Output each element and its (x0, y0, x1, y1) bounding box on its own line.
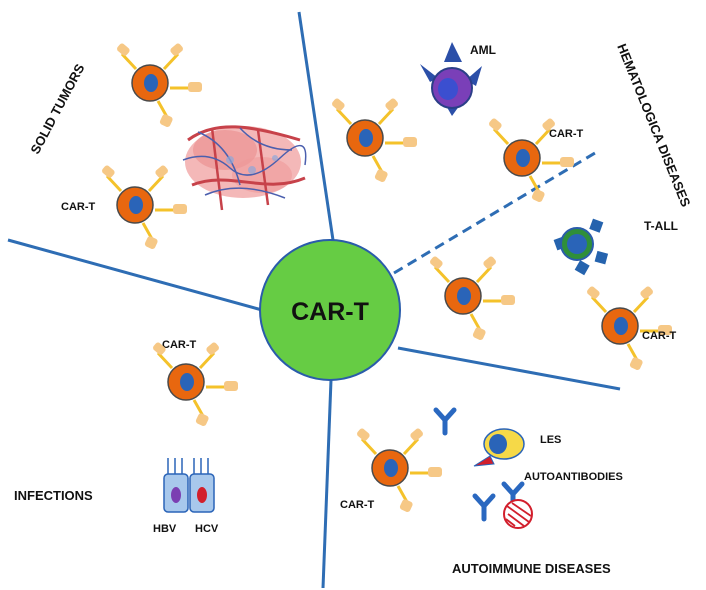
divider-dashed (393, 148, 601, 275)
car-t-cell-hema-4 (584, 283, 674, 373)
solid-tumors-title: SOLID TUMORS (27, 61, 87, 156)
les-cell-icon (483, 428, 525, 460)
divider-top (297, 11, 335, 241)
car-t-cell-infection (150, 339, 240, 429)
center-node: CAR-T (259, 239, 401, 381)
hema-car-t-label-2: CAR-T (642, 330, 676, 342)
hbv-label: HBV (153, 523, 177, 535)
antibody-icon-2 (475, 496, 493, 519)
center-label: CAR-T (291, 298, 369, 326)
autoantibody-mark-icon (473, 455, 495, 467)
infections-car-t-label: CAR-T (162, 339, 196, 351)
hematologic-title: HEMATOLOGICA DISEASES (614, 42, 693, 210)
autoantibodies-label: AUTOANTIBODIES (524, 471, 623, 483)
hbv-nucleus (171, 487, 181, 503)
car-t-cell-hema-3 (427, 253, 517, 343)
car-t-cell-solid-1 (114, 40, 204, 130)
divider-lines (7, 11, 621, 589)
solid-tumors-car-t-label: CAR-T (61, 201, 95, 213)
divider-bottom (321, 379, 333, 589)
center-circle (259, 239, 401, 381)
antibody-icon-1 (436, 410, 454, 433)
hepatocyte-icons (163, 458, 215, 513)
les-label: LES (540, 434, 561, 446)
section-autoimmune: CAR-T LES AUTOANTIBODIES AUTOIMMUNE DISE… (340, 410, 623, 576)
hema-car-t-label-1: CAR-T (549, 128, 583, 140)
autoimmune-car-t-label: CAR-T (340, 499, 374, 511)
dna-icon (503, 499, 533, 529)
t-all-label: T-ALL (644, 219, 678, 233)
divider-left (7, 238, 263, 312)
tumor-tissue-icon (182, 125, 307, 211)
car-t-cell-hema-1 (329, 95, 419, 185)
divider-right (397, 346, 621, 391)
hcv-nucleus (197, 487, 207, 503)
section-infections: CAR-T HBV HCV INFECTIONS (14, 339, 240, 535)
infections-title: INFECTIONS (14, 488, 93, 503)
aml-label: AML (470, 43, 496, 57)
t-all-cell-icon (553, 218, 609, 276)
autoimmune-title: AUTOIMMUNE DISEASES (452, 561, 611, 576)
aml-cell-icon (420, 42, 482, 116)
hcv-label: HCV (195, 523, 219, 535)
car-t-cell-solid-2 (99, 162, 189, 252)
section-solid-tumors: SOLID TUMORS CAR-T (27, 40, 307, 252)
